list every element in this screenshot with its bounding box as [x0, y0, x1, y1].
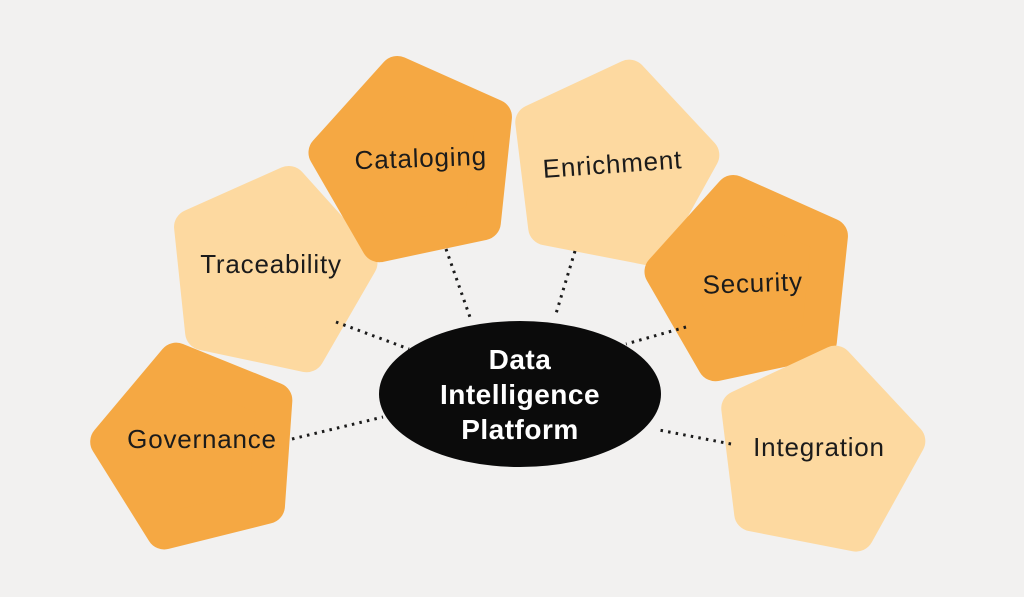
cataloging-label: Cataloging [354, 141, 487, 176]
connector-governance [291, 415, 384, 441]
governance-label: Governance [127, 424, 277, 454]
connector-cataloging [444, 248, 473, 321]
node-enrichment [515, 59, 720, 266]
traceability-label: Traceability [200, 249, 342, 279]
integration-label: Integration [753, 432, 885, 462]
connector-traceability [335, 320, 410, 351]
cataloging-pentagon [308, 55, 512, 263]
enrichment-pentagon [515, 59, 720, 266]
node-security [644, 174, 848, 382]
security-pentagon [644, 174, 848, 382]
node-governance [90, 342, 293, 550]
security-label: Security [702, 266, 803, 299]
center-ellipse [379, 321, 661, 467]
center-label-line-2: Intelligence [440, 379, 600, 410]
node-traceability [174, 165, 378, 373]
center-label-line-3: Platform [461, 414, 579, 445]
integration-pentagon [721, 345, 926, 552]
connector-security [625, 325, 687, 346]
connector-enrichment [553, 250, 577, 318]
traceability-pentagon [174, 165, 378, 373]
connector-integration [658, 428, 732, 446]
node-integration [721, 345, 926, 552]
node-cataloging [308, 55, 512, 263]
center-label-line-1: Data [489, 344, 552, 375]
governance-pentagon [90, 342, 293, 550]
